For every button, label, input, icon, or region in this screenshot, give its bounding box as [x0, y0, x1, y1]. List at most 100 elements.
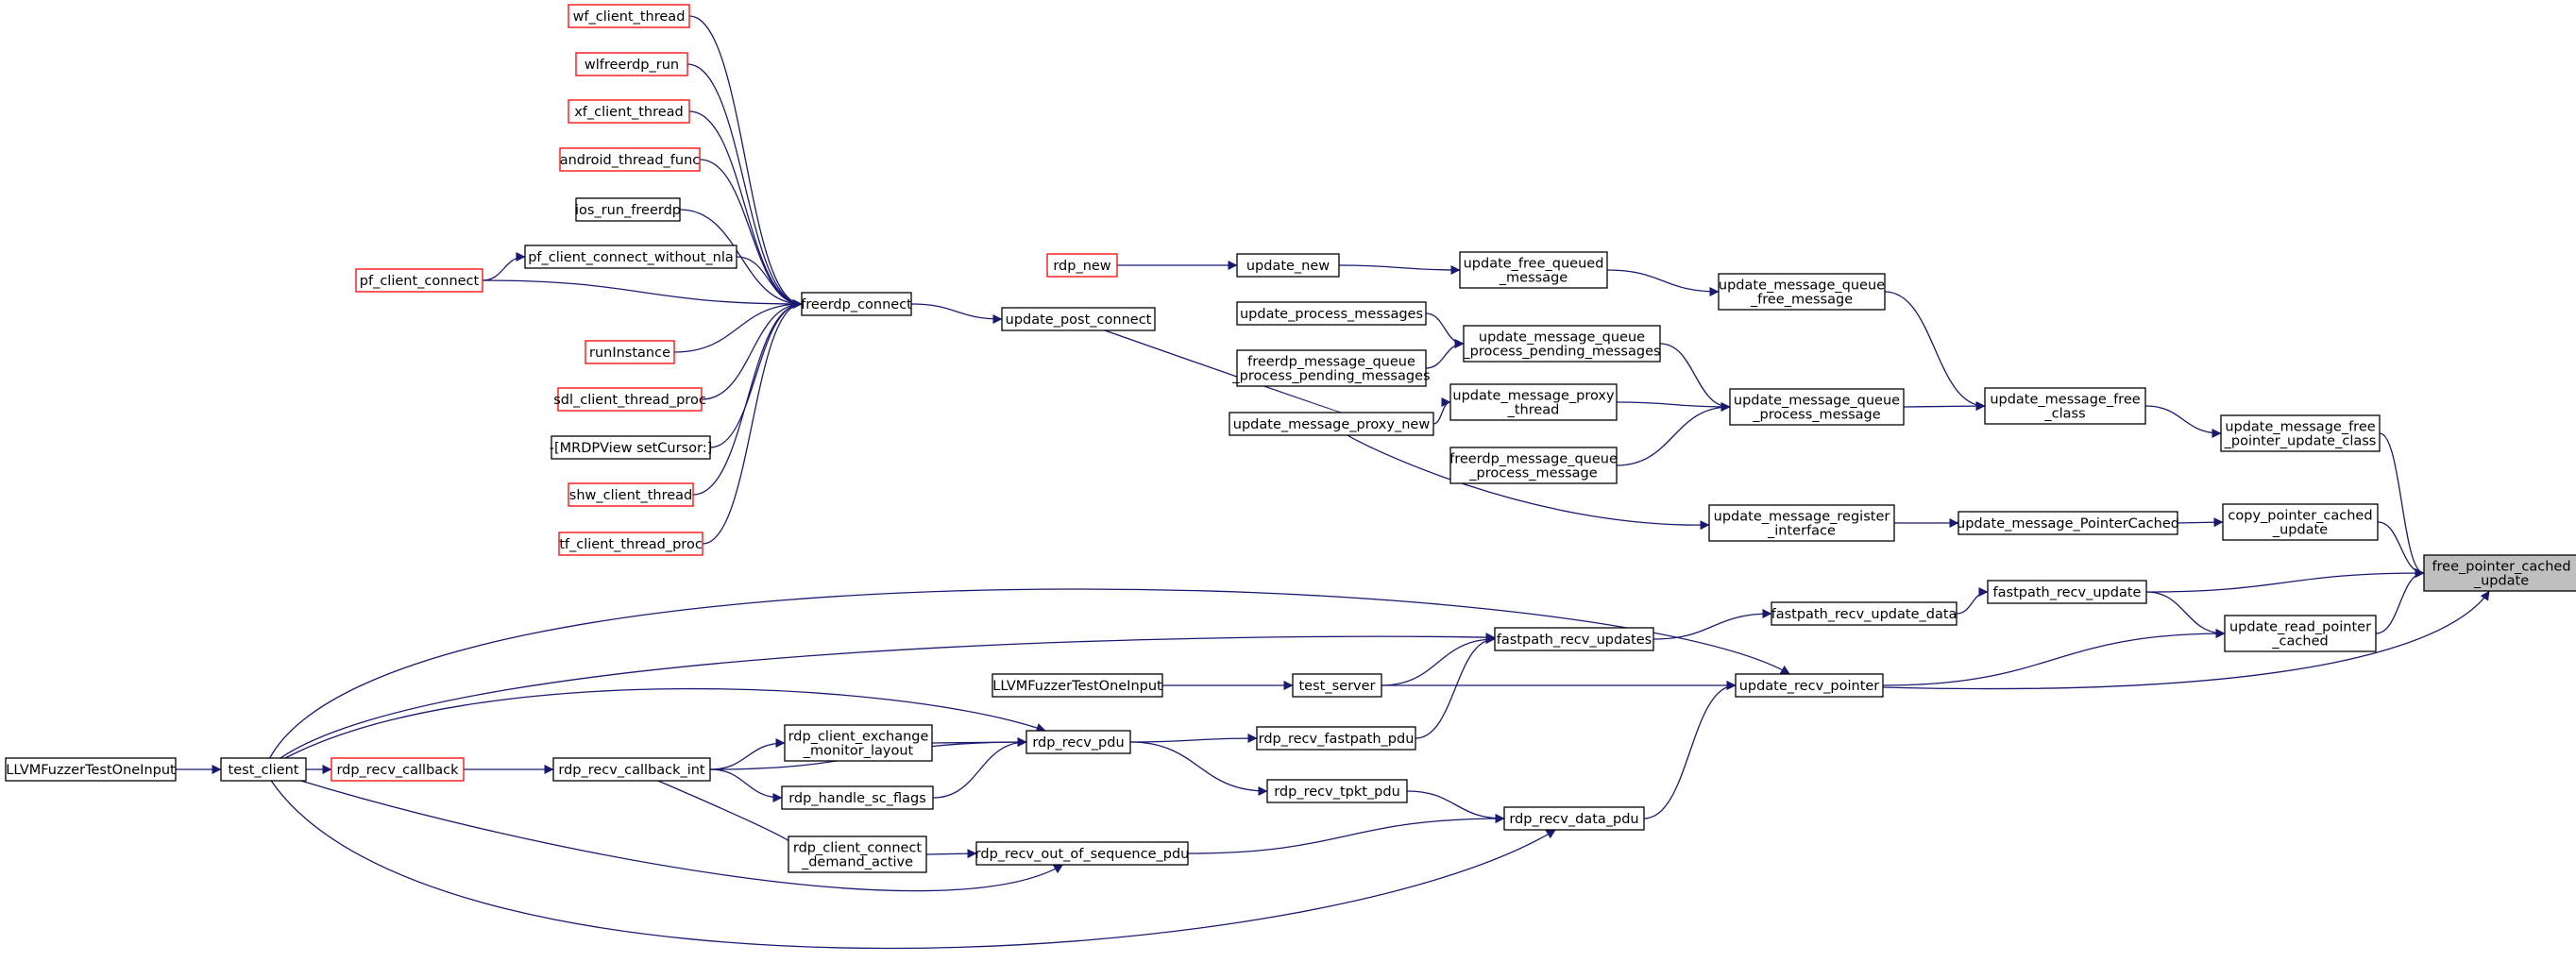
node-fastpath_recv_update_data[interactable]: fastpath_recv_update_data — [1771, 601, 1957, 626]
node-freerdp_connect[interactable]: freerdp_connect — [801, 292, 912, 316]
edge-tf_client_thread_proc-to-freerdp_connect — [702, 299, 803, 545]
node-rdp_recv_fastpath_pdu[interactable]: rdp_recv_fastpath_pdu — [1256, 726, 1416, 751]
edge-update_message_proxy_new-to-update_message_proxy_thread — [1432, 397, 1451, 425]
node-update_free_queued_message[interactable]: update_free_queued_message — [1459, 251, 1608, 289]
node-update_message_queue_process_pending_messages[interactable]: update_message_queue_process_pending_mes… — [1462, 325, 1661, 363]
node-shw_client_thread[interactable]: shw_client_thread — [568, 482, 694, 507]
node-LLVMFuzzerTestOneInput_client[interactable]: LLVMFuzzerTestOneInput — [5, 757, 177, 782]
node-update_message_free_class[interactable]: update_message_free_class — [1984, 387, 2146, 425]
node-label: _interface — [1767, 524, 1836, 539]
node-box — [1229, 412, 1434, 436]
node-box — [220, 757, 307, 782]
node-box — [568, 99, 690, 124]
edges-layer — [176, 15, 2490, 950]
node-label: rdp_recv_callback_int — [558, 763, 705, 778]
node-rdp_recv_callback_int[interactable]: rdp_recv_callback_int — [552, 757, 711, 782]
node-update_message_PointerCached[interactable]: update_message_PointerCached — [1957, 511, 2179, 535]
node-wlfreerdp_run[interactable]: wlfreerdp_run — [575, 52, 688, 76]
node-label: tf_client_thread_proc — [559, 537, 703, 552]
node-rdp_recv_pdu[interactable]: rdp_recv_pdu — [1025, 730, 1131, 754]
node-update_read_pointer_cached[interactable]: update_read_pointer_cached — [2224, 615, 2377, 652]
node-box — [558, 532, 703, 556]
node-update_recv_pointer[interactable]: update_recv_pointer — [1735, 673, 1884, 698]
node-label: LLVMFuzzerTestOneInput — [6, 763, 176, 778]
node-box — [1735, 673, 1884, 698]
node-fastpath_recv_update[interactable]: fastpath_recv_update — [1987, 580, 2147, 604]
node-label: update_process_messages — [1240, 307, 1423, 322]
node-freerdp_message_queue_process_message[interactable]: freerdp_message_queue_process_message — [1449, 447, 1618, 484]
node-pf_client_connect_without_nla[interactable]: pf_client_connect_without_nla — [524, 245, 737, 269]
node-label: rdp_client_exchange — [788, 730, 929, 745]
node-update_message_queue_free_message[interactable]: update_message_queue_free_message — [1718, 273, 1886, 311]
node-box — [1463, 325, 1661, 363]
node-runInstance[interactable]: runInstance — [585, 340, 675, 364]
node-update_process_messages[interactable]: update_process_messages — [1236, 301, 1427, 326]
node-label: update_message_queue — [1719, 278, 1885, 294]
node-box — [1236, 253, 1340, 278]
edge-update_message_queue_process_pending_messages-to-update_message_queue_process_message — [1659, 343, 1731, 412]
node-wf_client_thread[interactable]: wf_client_thread — [568, 4, 690, 28]
node-label: freerdp_message_queue — [1247, 355, 1415, 370]
node-android_thread_func[interactable]: android_thread_func — [559, 147, 701, 172]
node-fastpath_recv_updates[interactable]: fastpath_recv_updates — [1494, 627, 1654, 651]
edge-rdp_recv_pdu-to-rdp_recv_fastpath_pdu — [1129, 734, 1258, 744]
node-sdl_client_thread_proc[interactable]: sdl_client_thread_proc — [553, 387, 706, 412]
node-label: _process_message — [1468, 466, 1597, 481]
node-label: update_message_queue — [1734, 394, 1900, 409]
node-rdp_client_exchange_monitor_layout[interactable]: rdp_client_exchange_monitor_layout — [784, 724, 933, 762]
edge-freerdp_connect-to-update_post_connect — [910, 303, 1003, 324]
node-label: fastpath_recv_updates — [1497, 633, 1652, 648]
node-label: -[MRDPView setCursor:] — [550, 441, 713, 456]
edge-update_message_queue_process_message-to-update_message_free_class — [1903, 401, 1986, 412]
node-update_post_connect[interactable]: update_post_connect — [1001, 307, 1156, 331]
node-rdp_new[interactable]: rdp_new — [1046, 253, 1118, 278]
edge-test_server-to-fastpath_recv_updates — [1381, 634, 1496, 686]
node-rdp_recv_out_of_sequence_pdu[interactable]: rdp_recv_out_of_sequence_pdu — [975, 841, 1190, 866]
node-test_client[interactable]: test_client — [220, 757, 307, 782]
node-tf_client_thread_proc[interactable]: tf_client_thread_proc — [558, 532, 703, 556]
node-mrdpview_setcursor[interactable]: -[MRDPView setCursor:] — [550, 435, 713, 460]
node-rdp_recv_data_pdu[interactable]: rdp_recv_data_pdu — [1503, 806, 1645, 831]
node-update_message_proxy_thread[interactable]: update_message_proxy_thread — [1449, 383, 1618, 421]
node-box — [788, 835, 927, 873]
node-label: rdp_recv_data_pdu — [1509, 812, 1638, 827]
node-update_message_proxy_new[interactable]: update_message_proxy_new — [1229, 412, 1434, 436]
node-update_message_free_pointer_update_class[interactable]: update_message_free_pointer_update_class — [2220, 414, 2381, 452]
node-xf_client_thread[interactable]: xf_client_thread — [568, 99, 690, 124]
edge-rdp_recv_callback_int-to-rdp_client_exchange_monitor_layout — [709, 738, 786, 770]
node-rdp_handle_sc_flags[interactable]: rdp_handle_sc_flags — [781, 785, 934, 810]
node-rdp_recv_callback[interactable]: rdp_recv_callback — [330, 757, 465, 782]
node-label: android_thread_func — [560, 153, 701, 168]
node-box — [1025, 730, 1131, 754]
node-rdp_client_connect_demand_active[interactable]: rdp_client_connect_demand_active — [788, 835, 927, 873]
node-test_server[interactable]: test_server — [1292, 673, 1382, 698]
node-box — [1046, 253, 1118, 278]
node-box — [575, 197, 681, 222]
node-copy_pointer_cached_update[interactable]: copy_pointer_cached_update — [2222, 503, 2379, 541]
node-box — [524, 245, 737, 269]
node-rdp_recv_tpkt_pdu[interactable]: rdp_recv_tpkt_pdu — [1266, 779, 1408, 803]
node-update_message_register_interface[interactable]: update_message_register_interface — [1708, 504, 1895, 542]
node-box — [2220, 414, 2381, 452]
edge-update_post_connect-to-update_message_proxy_new — [1104, 329, 1343, 422]
edge-fastpath_recv_update_data-to-fastpath_recv_update — [1956, 587, 1989, 615]
node-freerdp_message_queue_process_pending_messages[interactable]: freerdp_message_queue_process_pending_me… — [1231, 349, 1431, 387]
node-LLVMFuzzerTestOneInput_server[interactable]: LLVMFuzzerTestOneInput — [991, 673, 1163, 698]
node-label: pf_client_connect_without_nla — [528, 250, 734, 265]
node-label: _update — [2473, 574, 2529, 589]
edge-rdp_recv_callback_int-to-rdp_handle_sc_flags — [709, 768, 783, 802]
node-box — [551, 435, 711, 460]
node-free_pointer_cached_update[interactable]: free_pointer_cached_update — [2423, 554, 2576, 592]
node-update_new[interactable]: update_new — [1236, 253, 1340, 278]
edge-test_client-to-rdp_recv_data_pdu — [270, 780, 1556, 950]
edge-fastpath_recv_updates-to-fastpath_recv_update_data — [1652, 609, 1772, 640]
node-box — [1503, 806, 1645, 831]
node-box — [1266, 779, 1408, 803]
node-box — [991, 673, 1163, 698]
edge-fastpath_recv_update-to-free_pointer_cached_update — [2145, 568, 2425, 593]
node-pf_client_connect[interactable]: pf_client_connect — [355, 268, 483, 293]
edge-rdp_client_connect_demand_active-to-rdp_recv_out_of_sequence_pdu — [925, 849, 977, 859]
node-ios_run_freerdp[interactable]: ios_run_freerdp — [575, 197, 681, 222]
node-box — [1256, 726, 1416, 751]
node-update_message_queue_process_message[interactable]: update_message_queue_process_message — [1729, 388, 1905, 426]
